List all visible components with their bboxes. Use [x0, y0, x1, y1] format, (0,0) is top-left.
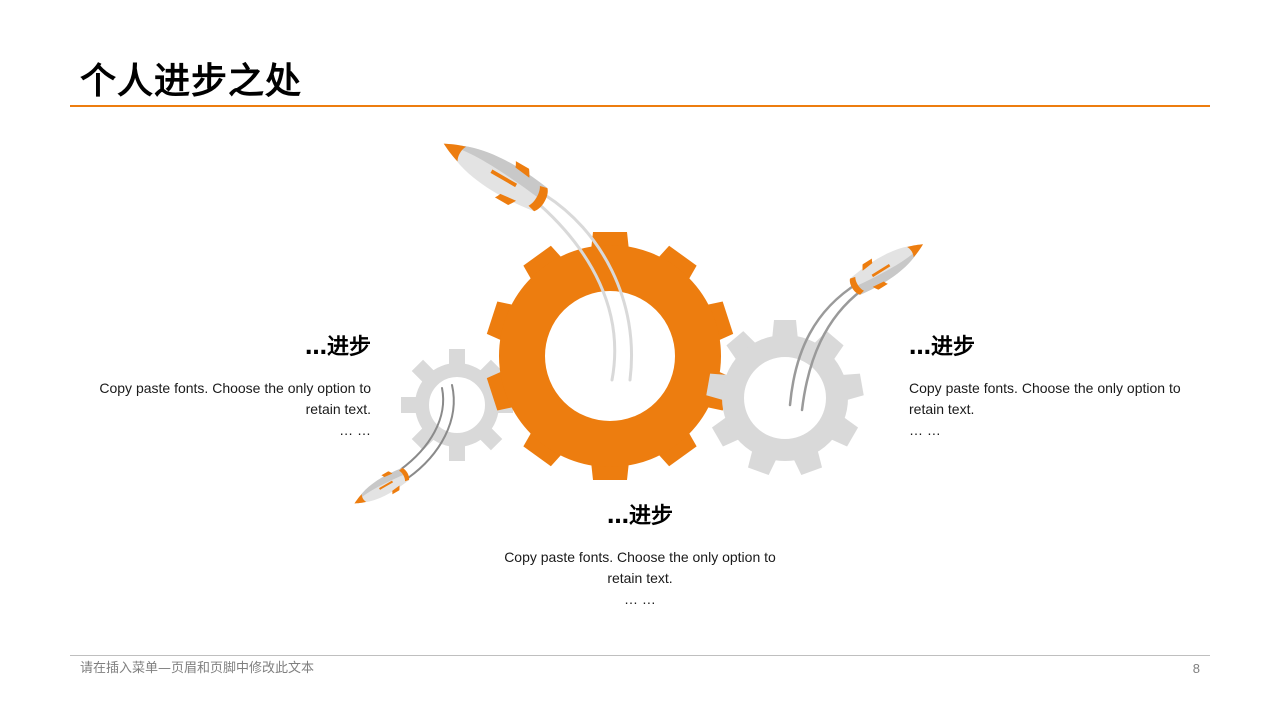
- block-body: Copy paste fonts. Choose the only option…: [909, 380, 1181, 417]
- rocket-trails: [399, 193, 864, 479]
- block-body: Copy paste fonts. Choose the only option…: [504, 549, 776, 586]
- footer-divider: [70, 655, 1210, 656]
- block-heading: …进步: [909, 335, 976, 360]
- footer-text: 请在插入菜单—页眉和页脚中修改此文本: [80, 661, 315, 676]
- block-heading: …进步: [304, 335, 371, 360]
- slide-title: 个人进步之处: [80, 61, 303, 102]
- title-divider: [70, 105, 1210, 107]
- right-gear-icon: [706, 320, 864, 476]
- block-ellipsis: … …: [339, 422, 371, 438]
- progress-block-right: …进步 Copy paste fonts. Choose the only op…: [909, 334, 1209, 440]
- block-ellipsis: … …: [909, 422, 941, 438]
- block-body: Copy paste fonts. Choose the only option…: [99, 380, 371, 417]
- rocket-icon: [429, 123, 563, 227]
- block-ellipsis: … …: [624, 591, 656, 607]
- block-heading: …进步: [606, 504, 673, 529]
- page-number: 8: [1192, 661, 1200, 676]
- progress-block-middle: …进步 Copy paste fonts. Choose the only op…: [490, 503, 790, 609]
- small-gear-icon: [401, 349, 513, 461]
- progress-block-left: …进步 Copy paste fonts. Choose the only op…: [71, 334, 371, 440]
